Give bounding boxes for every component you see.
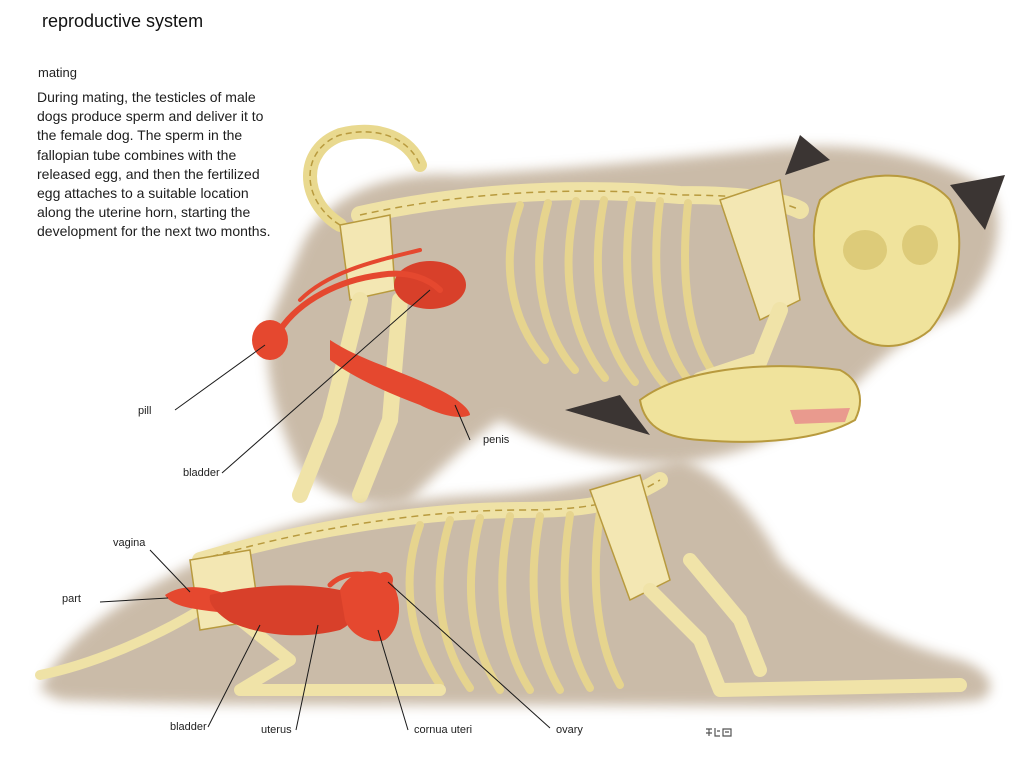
leader-line-ovary <box>387 581 551 729</box>
label-bladder-male: bladder <box>183 467 220 479</box>
female-organ-ovary <box>377 572 393 588</box>
male-dog-hind-leg <box>292 292 368 503</box>
label-vagina: vagina <box>113 537 146 549</box>
male-dog-ear-left <box>785 135 830 175</box>
male-dog-scapula <box>719 179 801 322</box>
leader-line-bladder-male <box>221 289 431 474</box>
male-organs <box>252 248 470 417</box>
male-dog-ear-right <box>950 175 1005 230</box>
female-dog-front-leg <box>643 583 967 697</box>
female-dog-scapula <box>589 474 671 602</box>
leader-line-vagina <box>149 549 191 593</box>
label-pill: pill <box>138 405 152 417</box>
label-ovary: ovary <box>556 724 583 736</box>
artist-seal-icon <box>706 728 732 737</box>
male-dog-ribs <box>505 196 719 389</box>
label-bladder-female: bladder <box>170 721 207 733</box>
female-dog <box>35 365 991 707</box>
leader-line-uterus <box>295 624 319 731</box>
male-dog-eye-socket <box>843 230 887 270</box>
male-dog <box>252 124 1005 505</box>
male-organ-penis <box>330 340 470 417</box>
leader-lines <box>99 289 551 731</box>
leader-line-bladder-female <box>207 624 261 728</box>
female-dog-ribs <box>405 508 624 694</box>
label-cornua-uteri: cornua uteri <box>414 724 473 736</box>
leader-line-part <box>99 597 169 603</box>
female-dog-ear <box>565 395 650 435</box>
label-penis: penis <box>483 434 510 446</box>
leader-line-cornua-uteri <box>377 629 409 731</box>
section-heading: mating <box>38 65 78 80</box>
section-description: During mating, the testicles of male dog… <box>37 89 271 240</box>
label-part: part <box>62 593 81 605</box>
page-title: reproductive system <box>42 11 204 31</box>
leader-line-pill <box>174 344 266 411</box>
female-dog-hind-leg <box>234 614 446 696</box>
female-organ-uterus <box>209 585 355 636</box>
label-uterus: uterus <box>261 724 292 736</box>
male-dog-skull <box>812 174 961 347</box>
female-dog-tail <box>35 605 205 680</box>
female-organs <box>165 571 400 642</box>
leader-line-penis <box>454 404 471 441</box>
female-organ-cornua-uteri <box>340 571 400 642</box>
